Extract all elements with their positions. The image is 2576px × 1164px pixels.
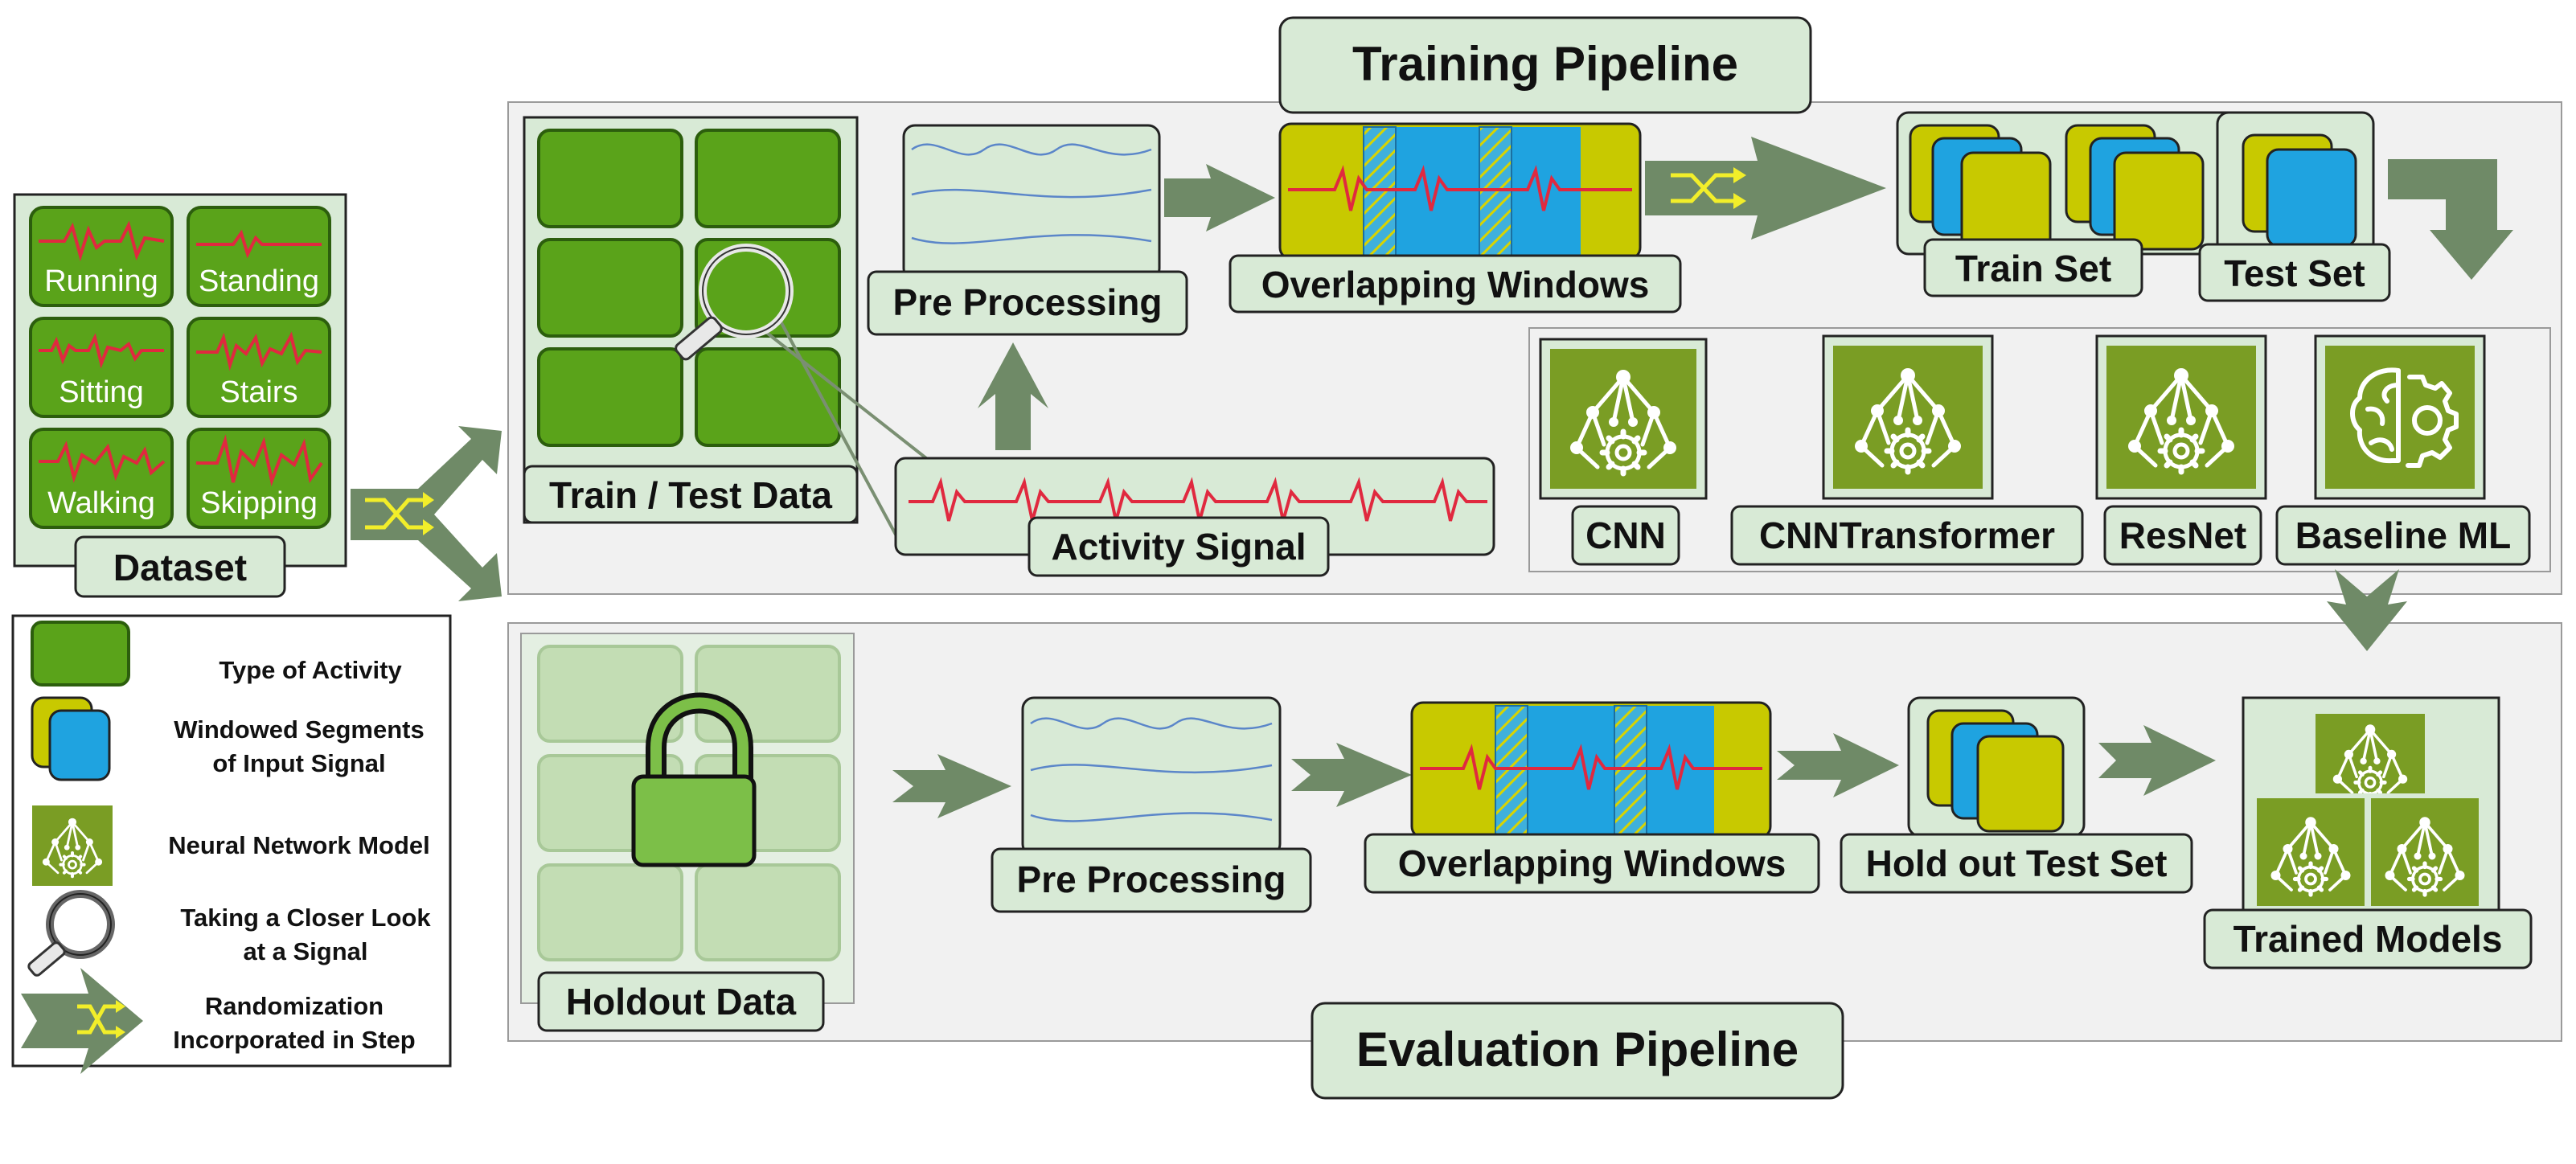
activity-signal-label: Activity Signal — [1052, 526, 1306, 568]
train-set-label-box — [1923, 238, 2143, 297]
train-preprocessing-label: Pre Processing — [893, 281, 1163, 323]
legend-text-randomization-2: Incorporated in Step — [173, 1026, 415, 1054]
activity-signal-label-box — [1028, 516, 1330, 577]
dataset-label: Dataset — [113, 547, 247, 588]
model-cnn-label: CNN — [1585, 514, 1666, 556]
model-resnet — [2095, 334, 2267, 500]
training-title-box — [1278, 16, 1812, 114]
legend-windowed-segments-icon — [31, 696, 111, 781]
legend-text-closer-look-1: Taking a Closer Look — [180, 904, 431, 932]
sets-to-models-arrow — [2388, 159, 2513, 280]
test-set-label: Test Set — [2224, 252, 2365, 294]
model-baseline-ml-label: Baseline ML — [2295, 514, 2511, 556]
activity-walking: Walking — [29, 428, 174, 529]
eval-preprocessing-waves — [1030, 717, 1273, 822]
legend-text-randomization-1: Randomization — [205, 992, 384, 1020]
cnn-label-box — [1571, 505, 1680, 566]
svg-text:Sitting: Sitting — [59, 375, 144, 409]
cnntransformer-label-box — [1730, 505, 2084, 566]
legend-neural-network-icon — [32, 805, 113, 886]
activity-standing: Standing — [187, 206, 331, 307]
train-overlapping-windows — [1278, 122, 1642, 260]
windows-to-sets-shuffle-arrow — [1645, 137, 1886, 240]
test-set-label-box — [2198, 243, 2391, 302]
eval-windows-label-box — [1364, 833, 1820, 894]
legend-text-activity: Type of Activity — [219, 656, 402, 684]
dataset-label-box — [74, 535, 286, 598]
train-set-label: Train Set — [1955, 248, 2111, 289]
eval-windows-to-testset-arrow — [1777, 733, 1899, 797]
eval-preprocessing-label: Pre Processing — [1017, 859, 1286, 900]
baseline-ml-label-box — [2275, 505, 2531, 566]
models-to-trained-arrow — [2327, 569, 2407, 651]
evaluation-title-box — [1311, 1002, 1844, 1100]
holdout-data-label: Holdout Data — [566, 981, 797, 1023]
legend-text-neural-network: Neural Network Model — [168, 831, 430, 859]
hold-out-test-set-label-box — [1840, 833, 2193, 894]
trained-models-icons — [2252, 714, 2484, 911]
train-preprocessing-waves — [911, 143, 1152, 244]
holdout-to-preprocessing-arrow — [892, 754, 1011, 818]
hold-out-test-set-segments — [1926, 709, 2065, 833]
legend-shuffle-arrow-icon — [21, 968, 143, 1074]
activity-stairs: Stairs — [187, 317, 331, 418]
eval-overlapping-windows-label: Overlapping Windows — [1398, 842, 1786, 884]
preprocessing-to-windows-arrow — [1164, 164, 1275, 232]
model-cnntransformer — [1822, 334, 1994, 500]
train-preprocessing-panel — [902, 124, 1161, 281]
lock-icon — [631, 692, 757, 867]
signal-to-preprocessing-arrow — [978, 342, 1048, 450]
svg-text:Standing: Standing — [199, 264, 319, 298]
legend-text-segments-1: Windowed Segments — [174, 715, 424, 744]
train-test-data-label: Train / Test Data — [549, 474, 832, 516]
model-baseline-ml — [2314, 334, 2486, 500]
train-set-segments — [1909, 124, 2205, 251]
trained-models-label-box — [2203, 908, 2533, 969]
train-preprocessing-label-box — [867, 270, 1188, 336]
activity-running: Running — [29, 206, 174, 307]
testset-to-trained-arrow — [2098, 725, 2216, 796]
eval-preprocessing-to-windows-arrow — [1291, 743, 1412, 807]
svg-text:Skipping: Skipping — [200, 486, 318, 520]
train-test-data-label-box — [523, 465, 859, 524]
dataset-split-shuffle-arrow — [351, 426, 502, 601]
legend-activity-tile-icon — [31, 621, 130, 687]
activity-skipping: Skipping — [187, 428, 331, 529]
trained-models-label: Trained Models — [2233, 918, 2503, 960]
train-overlapping-windows-label: Overlapping Windows — [1261, 264, 1650, 305]
training-pipeline-title: Training Pipeline — [1352, 37, 1738, 91]
test-set-segments — [2242, 133, 2357, 248]
resnet-label-box — [2103, 505, 2262, 566]
evaluation-pipeline-title: Evaluation Pipeline — [1356, 1023, 1799, 1076]
svg-text:Stairs: Stairs — [219, 375, 297, 409]
svg-text:Running: Running — [44, 264, 158, 298]
legend-text-segments-2: of Input Signal — [212, 749, 385, 777]
holdout-data-label-box — [537, 971, 825, 1032]
legend-magnifier-icon — [27, 890, 115, 977]
activity-sitting: Sitting — [29, 317, 174, 418]
hold-out-test-set-label: Hold out Test Set — [1866, 842, 2168, 884]
svg-text:Walking: Walking — [47, 486, 155, 520]
train-windows-label-box — [1229, 254, 1682, 314]
legend-text-closer-look-2: at a Signal — [243, 937, 367, 965]
model-resnet-label: ResNet — [2119, 514, 2247, 556]
eval-preprocessing-label-box — [991, 847, 1312, 913]
magnifier-icon — [675, 244, 950, 544]
eval-overlapping-windows — [1410, 701, 1772, 839]
model-cnntransformer-label: CNNTransformer — [1759, 514, 2055, 556]
dataset-activities: Running Standing Sitting Stairs Walking … — [29, 206, 331, 529]
model-cnn — [1539, 338, 1708, 500]
